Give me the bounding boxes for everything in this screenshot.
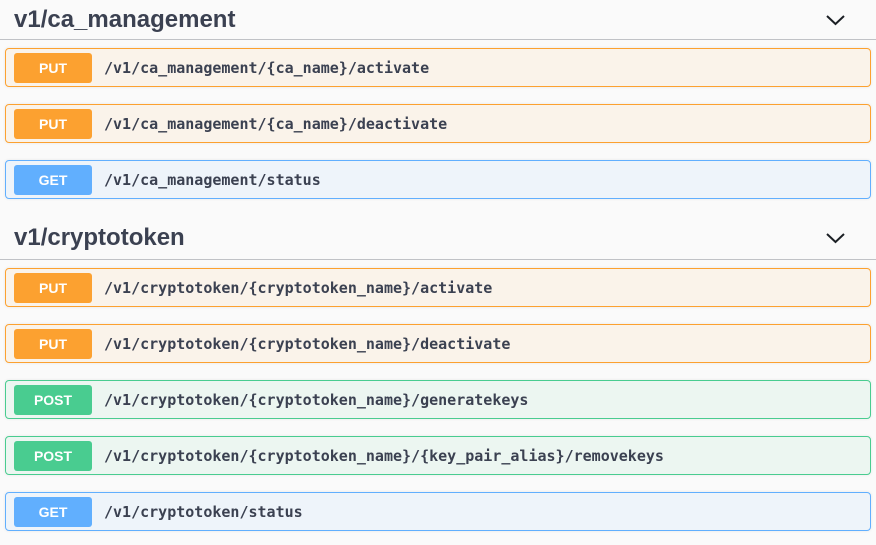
endpoint-path: /v1/cryptotoken/{cryptotoken_name}/{key_… xyxy=(104,446,664,465)
method-badge: POST xyxy=(14,440,92,471)
collapse-section-button[interactable] xyxy=(823,229,848,247)
tag-header-cryptotoken[interactable]: v1/cryptotoken xyxy=(0,216,876,260)
method-badge: GET xyxy=(14,496,92,527)
endpoint-path: /v1/cryptotoken/{cryptotoken_name}/activ… xyxy=(104,278,493,297)
api-endpoint-list: v1/ca_management PUT /v1/ca_management/{… xyxy=(0,0,876,531)
endpoint-row[interactable]: PUT /v1/cryptotoken/{cryptotoken_name}/a… xyxy=(5,268,871,307)
method-badge: PUT xyxy=(14,52,92,83)
endpoint-path: /v1/ca_management/{ca_name}/activate xyxy=(104,58,430,77)
tag-section-ca-management: v1/ca_management PUT /v1/ca_management/{… xyxy=(0,0,876,199)
endpoint-row[interactable]: POST /v1/cryptotoken/{cryptotoken_name}/… xyxy=(5,380,871,419)
tag-section-cryptotoken: v1/cryptotoken PUT /v1/cryptotoken/{cryp… xyxy=(0,216,876,531)
collapse-section-button[interactable] xyxy=(823,11,848,29)
method-badge: PUT xyxy=(14,272,92,303)
chevron-down-icon xyxy=(826,14,845,25)
method-badge: POST xyxy=(14,384,92,415)
endpoint-path: /v1/ca_management/{ca_name}/deactivate xyxy=(104,114,448,133)
method-badge: GET xyxy=(14,164,92,195)
endpoint-row[interactable]: GET /v1/ca_management/status xyxy=(5,160,871,199)
endpoint-row[interactable]: POST /v1/cryptotoken/{cryptotoken_name}/… xyxy=(5,436,871,475)
endpoint-path: /v1/cryptotoken/{cryptotoken_name}/gener… xyxy=(104,390,529,409)
endpoint-path: /v1/cryptotoken/status xyxy=(104,502,303,521)
endpoint-row[interactable]: PUT /v1/cryptotoken/{cryptotoken_name}/d… xyxy=(5,324,871,363)
endpoint-row[interactable]: PUT /v1/ca_management/{ca_name}/activate xyxy=(5,48,871,87)
method-badge: PUT xyxy=(14,108,92,139)
endpoint-row[interactable]: GET /v1/cryptotoken/status xyxy=(5,492,871,531)
tag-title: v1/cryptotoken xyxy=(14,223,185,251)
operations-list: PUT /v1/cryptotoken/{cryptotoken_name}/a… xyxy=(0,260,876,531)
endpoint-path: /v1/cryptotoken/{cryptotoken_name}/deact… xyxy=(104,334,511,353)
method-badge: PUT xyxy=(14,328,92,359)
endpoint-row[interactable]: PUT /v1/ca_management/{ca_name}/deactiva… xyxy=(5,104,871,143)
operations-list: PUT /v1/ca_management/{ca_name}/activate… xyxy=(0,40,876,199)
tag-title: v1/ca_management xyxy=(14,5,236,33)
tag-header-ca-management[interactable]: v1/ca_management xyxy=(0,0,876,40)
endpoint-path: /v1/ca_management/status xyxy=(104,170,321,189)
chevron-down-icon xyxy=(826,232,845,243)
